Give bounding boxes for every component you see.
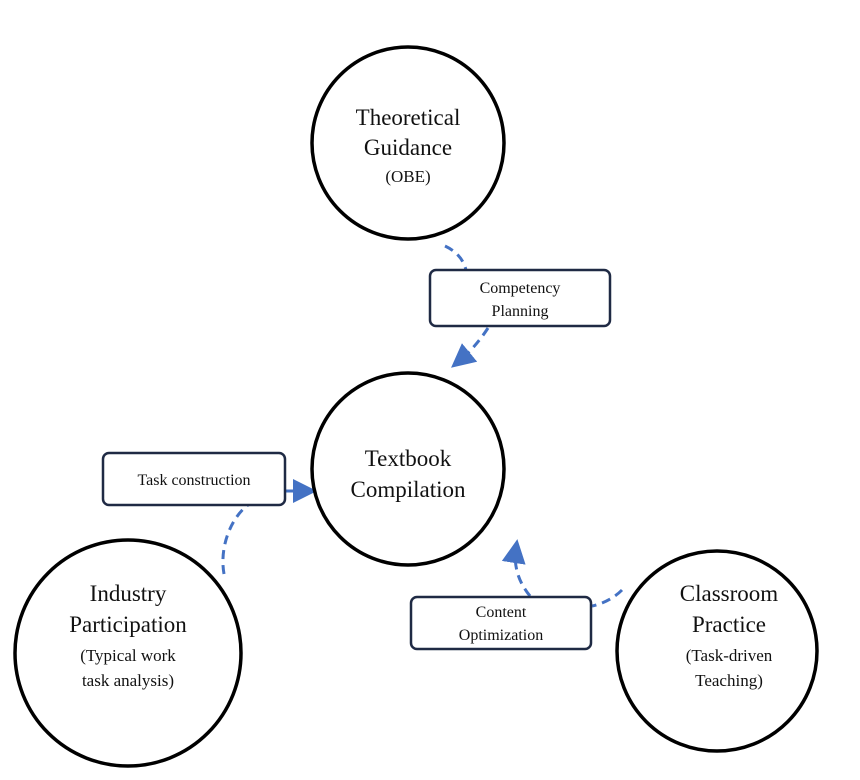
content-line1: Content: [476, 604, 527, 621]
arrow-competency-to-textbook: [451, 327, 490, 368]
theoretical-line2: Guidance: [364, 135, 452, 160]
arrow-classroom-to-content: [591, 588, 624, 608]
textbook-line1: Textbook: [365, 446, 452, 471]
classroom-sub2: Teaching): [695, 671, 763, 690]
theoretical-sub1: (OBE): [385, 167, 430, 186]
industry-line2: Participation: [69, 612, 187, 637]
textbook-line2: Compilation: [351, 477, 467, 502]
task-line1: Task construction: [137, 472, 250, 489]
industry-line1: Industry: [90, 581, 167, 606]
link-competency-planning: Competency Planning: [428, 268, 612, 328]
industry-sub2: task analysis): [82, 671, 174, 690]
node-textbook-compilation: Textbook Compilation: [310, 371, 506, 567]
classroom-line2: Practice: [692, 612, 766, 637]
competency-line2: Planning: [492, 303, 549, 320]
arrow-content-to-textbook: [501, 539, 532, 597]
link-content-optimization: Content Optimization: [409, 595, 593, 651]
node-classroom-practice: Classroom Practice (Task-driven Teaching…: [615, 549, 819, 753]
classroom-line1: Classroom: [680, 581, 779, 606]
competency-line1: Competency: [480, 280, 561, 297]
arrow-theoretical-to-competency: [444, 244, 468, 271]
industry-sub1: (Typical work: [80, 646, 176, 665]
arrow-industry-to-task: [221, 498, 259, 575]
classroom-sub1: (Task-driven: [686, 646, 773, 665]
theoretical-line1: Theoretical: [356, 105, 461, 130]
link-task-construction: Task construction: [101, 451, 287, 507]
content-line2: Optimization: [459, 627, 543, 644]
node-theoretical-guidance: Theoretical Guidance (OBE): [310, 45, 506, 241]
node-industry-participation: Industry Participation (Typical work tas…: [13, 538, 243, 768]
